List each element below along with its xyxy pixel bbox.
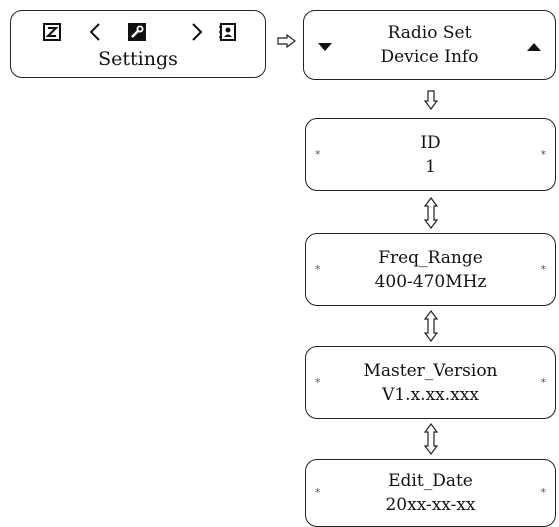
chevron-right-icon bbox=[187, 18, 207, 46]
triangle-up-icon bbox=[527, 37, 541, 56]
marker-right: * bbox=[540, 262, 547, 276]
marker-left: * bbox=[315, 147, 321, 161]
marker-left: * bbox=[315, 485, 321, 499]
marker-right: * bbox=[540, 485, 547, 499]
master-version-screen: * * Master_Version V1.x.xx.xxx bbox=[305, 346, 556, 419]
device-info-label: Device Info bbox=[380, 47, 479, 67]
settings-icon-row bbox=[11, 18, 265, 46]
triangle-down-icon bbox=[318, 37, 332, 56]
wrench-icon bbox=[125, 18, 149, 46]
edit-date-screen: * * Edit_Date 20xx-xx-xx bbox=[305, 459, 556, 527]
marker-right: * bbox=[540, 147, 547, 161]
id-value: 1 bbox=[425, 156, 436, 177]
right-hollow-arrow-icon bbox=[276, 30, 298, 52]
down-hollow-arrow-icon bbox=[420, 88, 442, 112]
edit-date-title: Edit_Date bbox=[388, 471, 473, 491]
up-down-hollow-arrow-icon bbox=[420, 309, 442, 343]
marker-left: * bbox=[315, 262, 321, 276]
freq-range-screen: * * Freq_Range 400-470MHz bbox=[305, 233, 556, 306]
id-screen: * * ID 1 bbox=[305, 118, 556, 191]
marker-right: * bbox=[540, 375, 547, 389]
freq-range-title: Freq_Range bbox=[378, 247, 483, 268]
up-down-hollow-arrow-icon bbox=[420, 196, 442, 230]
master-version-value: V1.x.xx.xxx bbox=[382, 384, 479, 405]
marker-left: * bbox=[315, 375, 321, 389]
id-title: ID bbox=[420, 132, 441, 153]
radio-set-screen: Radio Set Device Info bbox=[303, 10, 556, 80]
radio-set-title: Radio Set bbox=[387, 23, 472, 43]
master-version-title: Master_Version bbox=[363, 360, 498, 381]
settings-label: Settings bbox=[98, 48, 178, 70]
chevron-left-icon bbox=[85, 18, 105, 46]
freq-range-value: 400-470MHz bbox=[374, 271, 487, 292]
z-key-icon bbox=[41, 18, 63, 46]
contacts-icon bbox=[216, 18, 238, 46]
settings-screen: Settings bbox=[10, 10, 266, 78]
edit-date-value: 20xx-xx-xx bbox=[385, 495, 476, 515]
up-down-hollow-arrow-icon bbox=[420, 422, 442, 456]
